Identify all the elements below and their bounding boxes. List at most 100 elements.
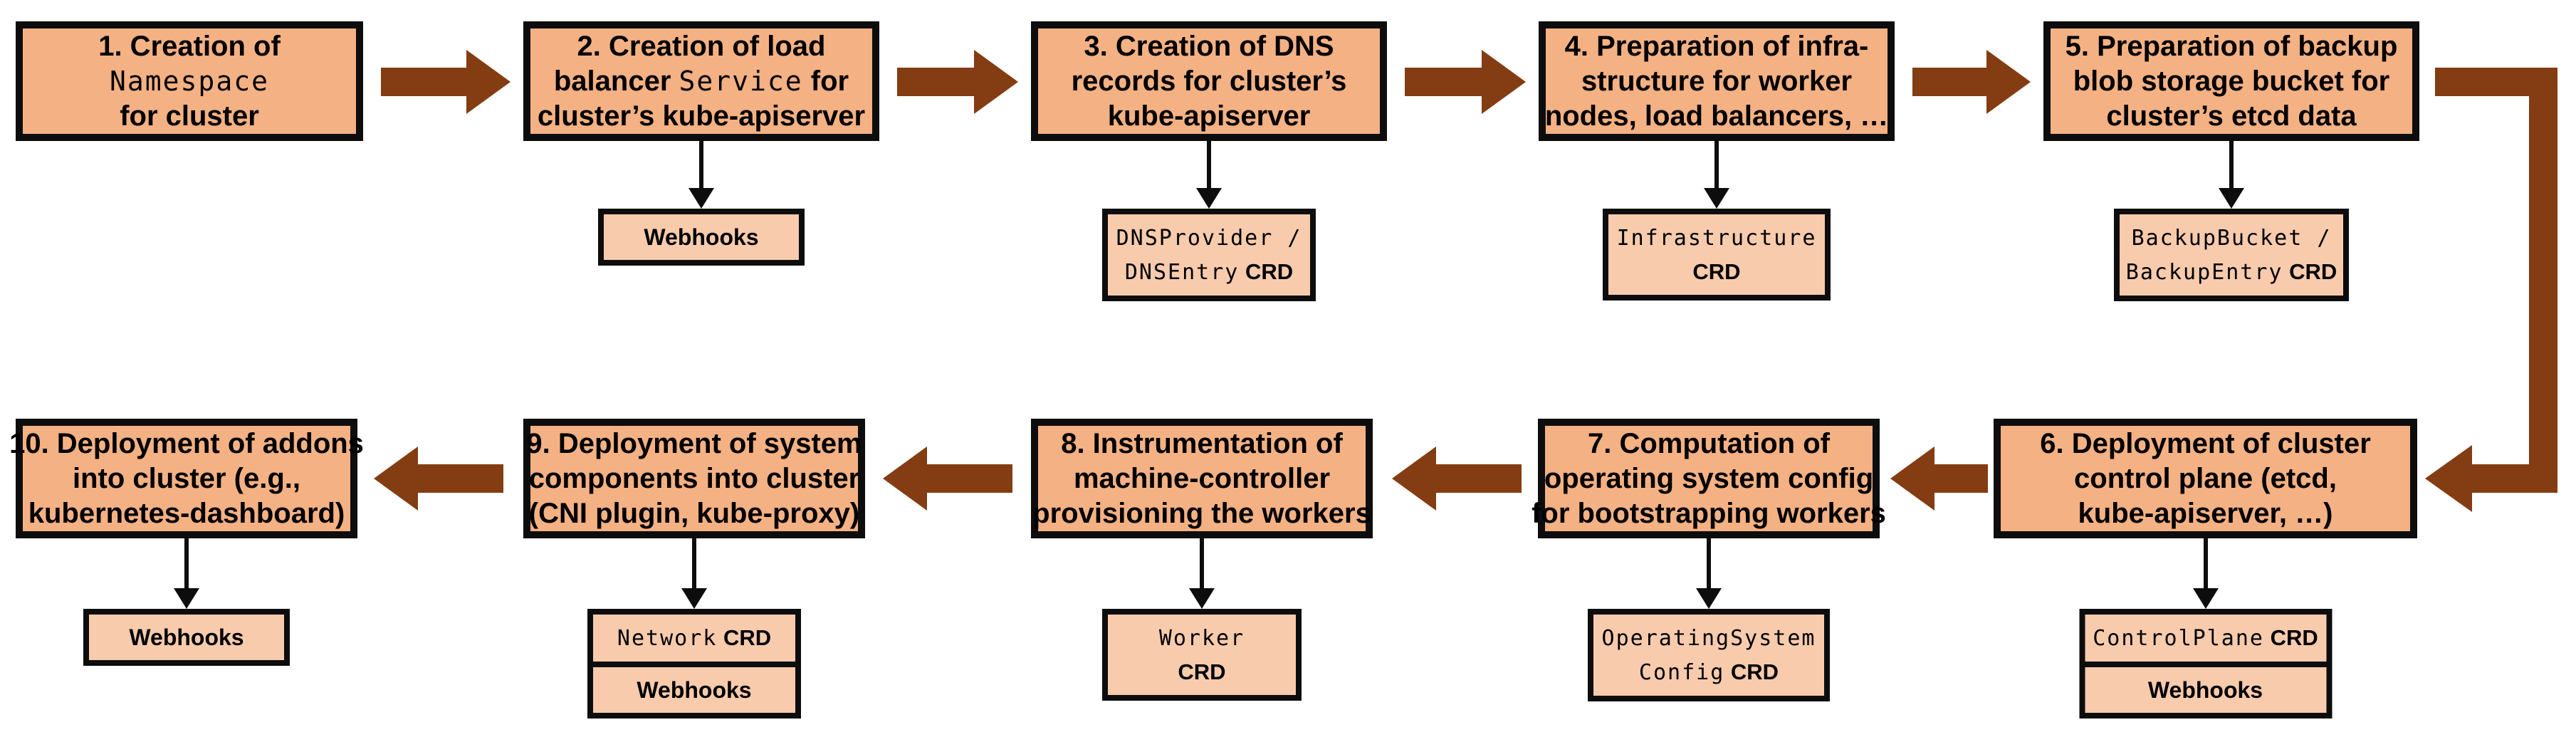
step-title-line: for cluster (120, 99, 259, 134)
flow-arrow-3-4-head-icon (1482, 50, 1526, 114)
label-text: 4. Preparation of infra- (1564, 30, 1869, 62)
step-title-line: 3. Creation of DNS (1084, 29, 1334, 64)
step-4-box: 4. Preparation of infra-structure for wo… (1539, 21, 1895, 141)
label-text: 9. Deployment of system (526, 427, 862, 459)
sub-box-line: Infrastructure (1617, 221, 1817, 255)
label-text: for bootstrapping workers (1532, 497, 1886, 529)
connector-arrow-2-line (699, 141, 703, 189)
sub-box-line: CRD (1692, 255, 1740, 288)
step-title-line: 6. Deployment of cluster (2040, 427, 2371, 461)
flow-arrow-3-4-shaft (1405, 68, 1482, 96)
step-title-line: (CNI plugin, kube-proxy) (529, 496, 859, 531)
flow-arrow-6-7-head-icon (1890, 446, 1934, 511)
connector-arrow-6-head (2192, 588, 2219, 609)
sub-box-line: DNSEntry CRD (1125, 255, 1293, 289)
label-text: into cluster (e.g., (72, 462, 301, 494)
label-text: 1. Creation of (98, 30, 281, 62)
connector-arrow-9-line (692, 538, 696, 590)
step-title-line: Namespace (110, 64, 269, 99)
sub-box-row: BackupBucket /BackupEntry CRD (2120, 214, 2343, 296)
connector-arrow-5-line (2229, 141, 2234, 189)
label-text: Webhooks (637, 677, 752, 703)
code-text: Config (1638, 660, 1725, 685)
sub-box-line: Webhooks (2148, 674, 2263, 706)
connector-arrow-7-line (1707, 538, 1711, 590)
label-text: blob storage bucket for (2073, 65, 2390, 97)
step-title-line: records for cluster’s (1072, 64, 1347, 99)
step-title-line: 4. Preparation of infra- (1565, 29, 1869, 64)
label-text: structure for worker (1581, 65, 1853, 97)
label-text: cluster’s etcd data (2106, 100, 2357, 132)
sub-box-line: ControlPlane CRD (2093, 621, 2318, 655)
sub-box-row: ControlPlane CRD (2085, 615, 2326, 662)
sub-box-row: Network CRD (593, 615, 795, 662)
label-text: nodes, load balancers, … (1544, 100, 1889, 132)
code-text: ControlPlane (2093, 626, 2264, 651)
sub-box-line: Network CRD (617, 621, 771, 655)
code-text: Namespace (110, 65, 269, 97)
flow-arrow-8-9-shaft (927, 464, 1012, 493)
connector-arrow-8-head (1189, 588, 1215, 609)
step-title-line: nodes, load balancers, … (1545, 99, 1888, 134)
label-text: Webhooks (644, 224, 759, 250)
connector-arrow-4-line (1714, 141, 1719, 189)
code-text: OperatingSystem (1601, 626, 1816, 651)
sub-box-line: Webhooks (644, 221, 758, 254)
step-title-line: structure for worker (1581, 64, 1852, 99)
code-text: Infrastructure (1616, 226, 1817, 251)
flow-arrow-8-9-head-icon (883, 446, 927, 511)
step-title-line: 8. Instrumentation of (1061, 427, 1343, 461)
label-text: operating system config (1544, 462, 1874, 494)
sub-box-line: BackupBucket / (2132, 221, 2332, 255)
code-text: DNSProvider / (1116, 226, 1302, 251)
step-title-line: 9. Deployment of system (526, 427, 862, 461)
sub-box-line: CRD (1178, 655, 1225, 689)
label-text: provisioning the workers (1032, 497, 1371, 529)
sub-box-row: Webhooks (593, 662, 795, 713)
flow-arrow-9-10-head-icon (374, 446, 418, 511)
label-text: control plane (etcd, (2074, 462, 2337, 494)
code-text: DNSEntry (1124, 260, 1240, 285)
label-text: records for cluster’s (1071, 65, 1347, 97)
code-text: Service (679, 65, 803, 97)
label-text: kubernetes-dashboard) (28, 497, 345, 529)
label-text: CRD (1692, 259, 1741, 284)
code-text: Network (617, 626, 718, 651)
sub-box-line: Config CRD (1639, 655, 1779, 689)
sub-box-row: Webhooks (604, 214, 799, 260)
connector-arrow-3-line (1207, 141, 1211, 189)
label-text: machine-controller (1073, 462, 1331, 494)
connector-arrow-8-line (1200, 538, 1204, 590)
step-title-line: into cluster (e.g., (73, 461, 300, 496)
step-title-line: machine-controller (1074, 461, 1330, 496)
flow-arrow-5-6-vert-bar (2529, 68, 2557, 493)
label-text: 7. Computation of (1588, 427, 1830, 459)
label-text: CRD (717, 625, 772, 650)
step-5-sub-box: BackupBucket /BackupEntry CRD (2114, 209, 2349, 301)
label-text: 3. Creation of DNS (1084, 30, 1334, 62)
flow-arrow-1-2-shaft (381, 68, 466, 96)
step-title-line: kubernetes-dashboard) (28, 496, 345, 531)
flow-arrow-4-5-head-icon (1986, 50, 2031, 114)
step-title-line: blob storage bucket for (2073, 64, 2390, 99)
step-9-sub-box: Network CRD Webhooks (587, 609, 801, 719)
step-title-line: balancer Service for (554, 64, 849, 99)
flow-arrow-7-8-head-icon (1392, 446, 1436, 511)
flow-arrow-5-6-head-icon (2425, 445, 2472, 512)
label-text: 8. Instrumentation of (1061, 427, 1343, 459)
code-text: Worker (1158, 626, 1245, 651)
sub-box-line: Worker (1159, 621, 1245, 655)
flow-arrow-2-3-shaft (897, 68, 974, 96)
step-title-line: 5. Preparation of backup (2065, 29, 2398, 64)
label-text: 5. Preparation of backup (2065, 30, 2398, 62)
